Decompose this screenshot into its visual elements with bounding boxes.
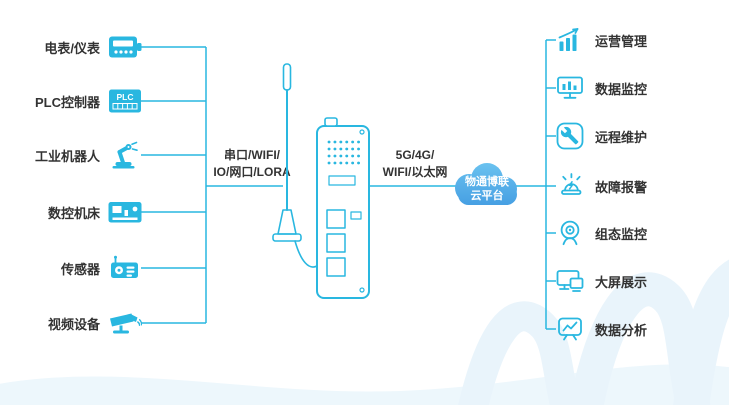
feature-label: 运营管理 bbox=[595, 33, 648, 49]
webcam-icon bbox=[555, 218, 585, 248]
feature-row-data-analysis: 数据分析 bbox=[555, 313, 647, 345]
feature-label: 数据监控 bbox=[595, 81, 648, 97]
device-row-plc: PLC控制器 PLC bbox=[22, 85, 142, 117]
wrench-icon bbox=[555, 121, 585, 151]
feature-row-fault-alarm: 故障报警 bbox=[555, 170, 647, 202]
cloud-icon bbox=[455, 163, 517, 205]
sensor-icon bbox=[108, 254, 142, 282]
device-label: 传感器 bbox=[60, 261, 100, 277]
protocols-line-2: IO/网口/LORA bbox=[213, 165, 291, 179]
gateway-router-illustration bbox=[272, 63, 370, 299]
device-label: PLC控制器 bbox=[34, 94, 100, 110]
feature-label: 组态监控 bbox=[595, 226, 648, 242]
feature-label: 远程维护 bbox=[595, 129, 648, 145]
feature-row-operations: 运营管理 bbox=[555, 24, 647, 56]
cloud-platform-name: 物通博联 云平台 bbox=[446, 158, 528, 214]
device-row-sensor: 传感器 bbox=[22, 252, 142, 284]
feature-row-data-monitoring: 数据监控 bbox=[555, 72, 647, 104]
cctv-camera-icon bbox=[108, 309, 142, 337]
feature-row-big-screen: 大屏展示 bbox=[555, 265, 647, 297]
device-label: 数控机床 bbox=[47, 205, 100, 221]
wan-protocols-label: 5G/4G/ WIFI/以太网 bbox=[378, 147, 452, 181]
cloud-name-line-1: 物通博联 bbox=[465, 175, 509, 188]
feature-row-scada-monitoring: 组态监控 bbox=[555, 217, 647, 249]
growth-chart-icon bbox=[555, 25, 585, 55]
dual-screen-icon bbox=[555, 266, 585, 296]
svg-text:PLC: PLC bbox=[117, 92, 134, 102]
feature-row-remote-maintenance: 远程维护 bbox=[555, 120, 647, 152]
device-label: 视频设备 bbox=[47, 316, 100, 332]
protocols-line-2: WIFI/以太网 bbox=[382, 165, 448, 179]
device-row-robot: 工业机器人 bbox=[22, 139, 142, 171]
cloud-name-line-2: 云平台 bbox=[470, 189, 504, 202]
uplink-protocols-label: 串口/WIFI/ IO/网口/LORA bbox=[206, 147, 298, 181]
device-row-video: 视频设备 bbox=[22, 307, 142, 339]
cnc-machine-icon bbox=[108, 198, 142, 226]
feature-label: 大屏展示 bbox=[595, 274, 648, 290]
alarm-icon bbox=[555, 171, 585, 201]
feature-label: 故障报警 bbox=[595, 179, 648, 195]
meter-icon bbox=[108, 33, 142, 61]
monitor-chart-icon bbox=[555, 73, 585, 103]
protocols-line-1: 5G/4G/ bbox=[395, 148, 435, 162]
feature-label: 数据分析 bbox=[595, 322, 648, 338]
robot-arm-icon bbox=[108, 141, 142, 169]
device-label: 电表/仪表 bbox=[44, 40, 100, 56]
protocols-line-1: 串口/WIFI/ bbox=[224, 148, 280, 162]
cloud-platform: 物通博联 云平台 bbox=[446, 158, 528, 214]
device-label: 工业机器人 bbox=[34, 148, 100, 164]
device-row-cnc: 数控机床 bbox=[22, 196, 142, 228]
device-row-meter: 电表/仪表 bbox=[22, 31, 142, 63]
chart-board-icon bbox=[555, 314, 585, 344]
plc-icon: PLC bbox=[108, 87, 142, 115]
